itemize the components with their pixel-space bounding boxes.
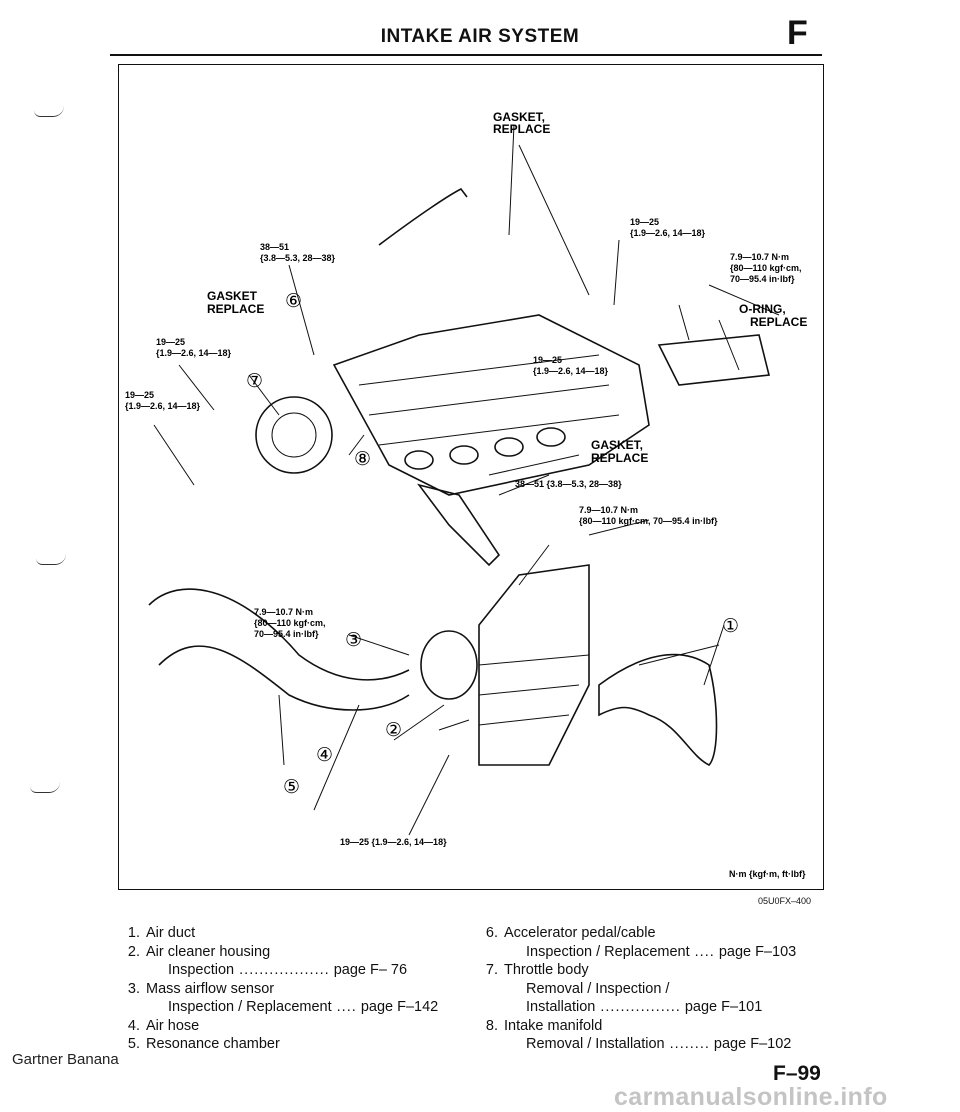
callout-5: ⑤ xyxy=(283,777,300,798)
callout-1: ① xyxy=(722,616,739,637)
legend-subitem: Removal / Installation ........ page F–1… xyxy=(526,1036,792,1052)
label-torque: 19—25 xyxy=(125,390,154,400)
callout-2: ② xyxy=(385,720,402,741)
label-torque: 19—25 xyxy=(630,217,659,227)
label-torque: 19—25 xyxy=(533,355,562,365)
vacuum-hose-shape xyxy=(378,187,468,246)
label-oring: O-RING, xyxy=(739,302,786,316)
binding-mark xyxy=(30,782,60,793)
bracket-shape xyxy=(417,483,501,567)
legend-item: 8.Intake manifold xyxy=(485,1017,603,1034)
air-cleaner-housing-shape xyxy=(478,564,590,766)
label-torque: {80—110 kgf·cm, 70—95.4 in·lbf} xyxy=(579,516,718,526)
binding-mark xyxy=(34,106,64,117)
label-torque: {3.8—5.3, 28—38} xyxy=(260,253,336,263)
label-torque: {1.9—2.6, 14—18} xyxy=(630,228,706,238)
callout-6: ⑥ xyxy=(285,291,302,312)
manifold-runner-lines xyxy=(358,354,620,446)
header-rule xyxy=(110,54,822,56)
label-torque: 19—25 xyxy=(156,337,185,347)
label-torque: {1.9—2.6, 14—18} xyxy=(156,348,232,358)
mass-airflow-sensor-shape xyxy=(420,630,478,700)
label-torque: 38—51 xyxy=(260,242,289,252)
page-number: F–99 xyxy=(773,1062,821,1085)
figure-code: 05U0FX–400 xyxy=(758,896,812,906)
callout-4: ④ xyxy=(316,745,333,766)
legend-item: 5.Resonance chamber xyxy=(127,1036,280,1052)
label-torque: {1.9—2.6, 14—18} xyxy=(533,366,609,376)
label-torque: 70—95.4 in·lbf} xyxy=(730,274,795,284)
exploded-diagram: GASKET, REPLACE 19—25 {1.9—2.6, 14—18} 7… xyxy=(125,110,807,879)
air-duct-shape xyxy=(598,653,718,766)
site-watermark: carmanualsonline.info xyxy=(614,1083,888,1111)
exploded-diagram-frame: GASKET, REPLACE 19—25 {1.9—2.6, 14—18} 7… xyxy=(118,64,824,890)
throttle-body-shape xyxy=(255,396,333,474)
legend-subitem: Inspection / Replacement .... page F–103 xyxy=(526,943,797,960)
legend-item: 6.Accelerator pedal/cable xyxy=(485,925,656,941)
callout-3: ③ xyxy=(345,630,362,651)
binding-mark xyxy=(36,554,66,565)
page-title: INTAKE AIR SYSTEM xyxy=(380,26,580,47)
callout-7: ⑦ xyxy=(246,371,263,392)
legend-item: 3.Mass airflow sensor xyxy=(127,980,275,997)
legend-right: 6.Accelerator pedal/cable Inspection / R… xyxy=(476,924,796,1054)
label-torque: {1.9—2.6, 14—18} xyxy=(125,401,201,411)
legend-subitem: Removal / Inspection / xyxy=(526,980,670,997)
label-torque: 7.9—10.7 N·m xyxy=(730,252,789,262)
label-gasket-top: GASKET, xyxy=(493,110,545,124)
section-letter: F xyxy=(787,14,808,52)
label-torque: 19—25 {1.9—2.6, 14—18} xyxy=(340,837,447,847)
unit-note: N·m {kgf·m, ft·lbf} xyxy=(729,869,806,879)
legend-subitem: Inspection / Replacement .... page F–142 xyxy=(168,999,439,1015)
label-gasket-top-2: REPLACE xyxy=(493,122,550,136)
fuel-rail-shape xyxy=(657,334,770,386)
label-torque: 70—95.4 in·lbf} xyxy=(254,629,319,639)
intake-manifold-shape xyxy=(332,314,650,496)
legend-subitem: Inspection .................. page F– 76 xyxy=(168,962,408,978)
legend-item: 4.Air hose xyxy=(127,1017,200,1034)
watermark-text: Gartner Banana xyxy=(12,1051,119,1068)
label-gasket-mid-2: REPLACE xyxy=(591,451,648,465)
label-torque: 7.9—10.7 N·m xyxy=(579,505,638,515)
label-gasket-left: GASKET xyxy=(207,289,258,303)
legend-subitem: Installation ................ page F–101 xyxy=(526,999,763,1015)
legend-item: 7.Throttle body xyxy=(485,962,589,978)
legend-left: 1.Air duct 2.Air cleaner housing Inspect… xyxy=(118,924,438,1054)
label-torque: {80—110 kgf·cm, xyxy=(730,263,802,273)
label-gasket-left-2: REPLACE xyxy=(207,302,264,316)
label-gasket-mid: GASKET, xyxy=(591,438,643,452)
label-torque: 38—51 {3.8—5.3, 28—38} xyxy=(515,479,622,489)
legend-item: 2.Air cleaner housing xyxy=(127,943,271,960)
legend-item: 1.Air duct xyxy=(127,925,196,941)
label-oring-2: REPLACE xyxy=(750,315,807,329)
label-torque: 7.9—10.7 N·m xyxy=(254,607,313,617)
resonance-chamber-shape xyxy=(148,588,410,681)
callout-8: ⑧ xyxy=(354,449,371,470)
label-torque: {80—110 kgf·cm, xyxy=(254,618,326,628)
